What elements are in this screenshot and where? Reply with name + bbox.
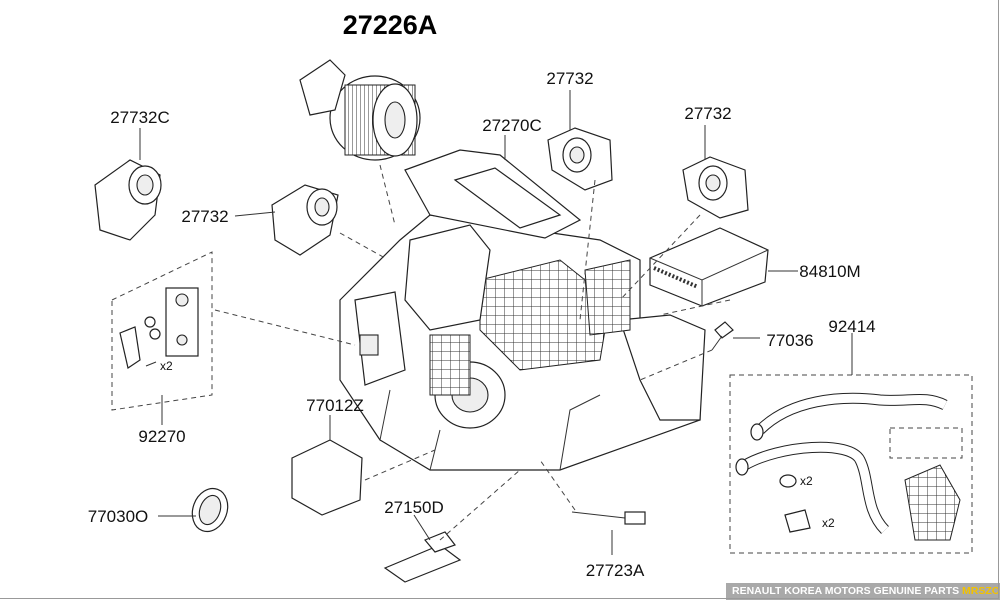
- actuator-left-part[interactable]: [271, 184, 339, 256]
- main-part-number: 27226A: [343, 10, 438, 40]
- footer-caption: RENAULT KOREA MOTORS GENUINE PARTS: [732, 585, 960, 597]
- clip-qty: x2: [822, 516, 835, 530]
- label-actuator-left[interactable]: 27732: [181, 207, 228, 226]
- hvac-unit-part[interactable]: [339, 149, 706, 471]
- label-sensor[interactable]: 27723A: [586, 561, 645, 580]
- control-module-part[interactable]: [649, 227, 769, 307]
- label-small-resistor[interactable]: 27150D: [384, 498, 444, 517]
- small-resistor-part[interactable]: [383, 514, 462, 583]
- label-pipe-kit[interactable]: 92414: [828, 317, 875, 336]
- blower-motor-part[interactable]: [299, 59, 421, 161]
- label-27732c[interactable]: 27732C: [110, 108, 170, 127]
- footer-text: RENAULT KOREA MOTORS GENUINE PARTS MRSZO…: [726, 583, 1000, 600]
- grommet-part[interactable]: [158, 484, 233, 537]
- label-expansion-valve[interactable]: 92270: [138, 427, 185, 446]
- label-screw[interactable]: 77036: [766, 331, 813, 350]
- sensor-part[interactable]: [571, 511, 646, 555]
- label-resistor[interactable]: 77012Z: [306, 396, 364, 415]
- screw-part[interactable]: [711, 321, 734, 351]
- footer-brand: MRSZONE: [962, 585, 1000, 597]
- label-control-module[interactable]: 84810M: [799, 262, 860, 281]
- expansion-valve-part[interactable]: x2: [111, 251, 213, 425]
- oring-qty: x2: [800, 474, 813, 488]
- label-filter-cover[interactable]: 27270C: [482, 116, 542, 135]
- actuator-top-part[interactable]: [547, 127, 613, 191]
- leader-lines: [139, 90, 798, 541]
- actuator-27732c-part[interactable]: [94, 159, 162, 241]
- pipe-kit-part[interactable]: x2 x2: [729, 333, 973, 554]
- label-grommet[interactable]: 77030O: [88, 507, 149, 526]
- footer-banner: RENAULT KOREA MOTORS GENUINE PARTS MRSZO…: [726, 583, 1000, 600]
- actuator-right-part[interactable]: [682, 156, 749, 219]
- resistor-part[interactable]: [291, 415, 363, 516]
- label-actuator-right[interactable]: 27732: [684, 104, 731, 123]
- valve-bolt-qty: x2: [160, 359, 173, 373]
- label-actuator-top[interactable]: 27732: [546, 69, 593, 88]
